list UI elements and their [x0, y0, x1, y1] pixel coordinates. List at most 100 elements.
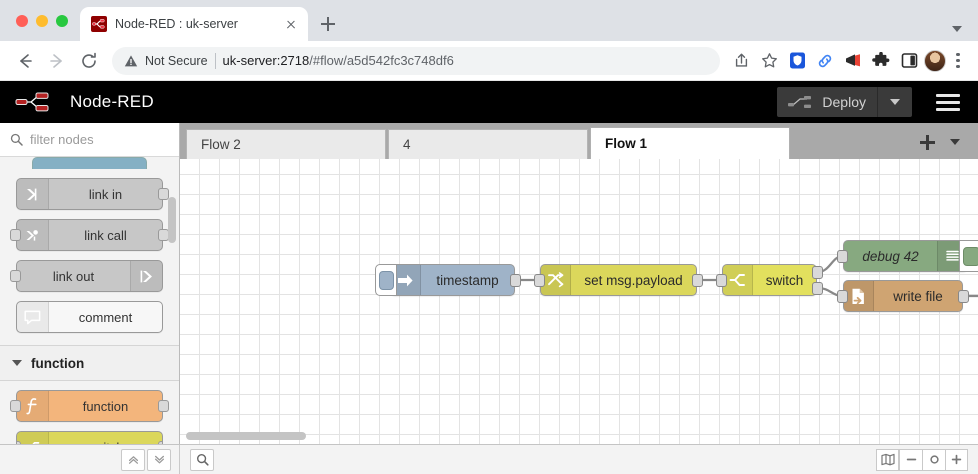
search-icon — [10, 133, 23, 146]
input-port[interactable] — [534, 274, 545, 287]
profile-avatar[interactable] — [924, 49, 946, 72]
output-port[interactable] — [158, 188, 169, 200]
zoom-out-button[interactable] — [899, 448, 922, 471]
flow-tab-flow-1[interactable]: Flow 1 — [590, 127, 790, 159]
palette-scrollbar[interactable] — [168, 197, 176, 243]
nodered-header: Node-RED Deploy — [0, 81, 978, 123]
canvas-horizontal-scrollbar[interactable] — [186, 432, 306, 440]
security-status-label: Not Secure — [145, 53, 208, 68]
navigator-toggle-button[interactable] — [876, 448, 899, 471]
status-bar — [0, 444, 978, 474]
palette-node-link-out[interactable]: link out — [10, 260, 163, 292]
debug-enable-toggle[interactable] — [959, 240, 978, 272]
share-icon[interactable] — [728, 48, 754, 74]
input-port[interactable] — [10, 270, 21, 282]
output-port[interactable] — [958, 290, 969, 303]
url-host: uk-server:2718 — [222, 53, 310, 68]
palette-node-label: switch — [49, 440, 162, 445]
back-button[interactable] — [10, 46, 40, 76]
flow-node-set-msg-payload[interactable]: set msg.payload — [534, 264, 703, 296]
input-port[interactable] — [716, 274, 727, 287]
palette-node-clipped[interactable] — [32, 157, 147, 169]
minimize-window-button[interactable] — [36, 14, 48, 27]
browser-toolbar: Not Secure uk-server:2718/#flow/a5d542fc… — [0, 41, 978, 81]
deploy-button[interactable]: Deploy — [777, 87, 912, 117]
deploy-icon — [787, 94, 813, 110]
palette-node-link-call[interactable]: link call — [10, 219, 169, 251]
omnibox-divider — [214, 52, 216, 69]
reload-button[interactable] — [74, 46, 104, 76]
not-secure-warning-icon — [124, 54, 138, 68]
palette-clipped-node-row — [0, 157, 179, 169]
input-port[interactable] — [10, 229, 21, 241]
zoom-in-button[interactable] — [945, 448, 968, 471]
input-port[interactable] — [837, 250, 848, 263]
flow-list-button[interactable] — [942, 129, 968, 155]
input-port[interactable] — [10, 400, 21, 412]
output-port-1[interactable] — [812, 266, 823, 279]
flow-node-timestamp[interactable]: timestamp — [375, 264, 521, 296]
flow-tab-actions — [914, 129, 978, 159]
link-call-icon — [17, 220, 49, 250]
output-port[interactable] — [158, 441, 162, 444]
collapse-all-button[interactable] — [121, 448, 145, 471]
flow-tab-label: Flow 2 — [201, 137, 241, 152]
close-window-button[interactable] — [16, 14, 28, 27]
palette-node-function[interactable]: function — [10, 390, 169, 422]
kebab-menu-icon[interactable] — [948, 53, 968, 68]
flow-node-debug-42[interactable]: debug 42 — [837, 240, 978, 272]
input-port[interactable] — [17, 441, 21, 444]
flow-node-switch[interactable]: switch — [716, 264, 823, 296]
deploy-button-main[interactable]: Deploy — [777, 87, 878, 117]
main-menu-button[interactable] — [926, 93, 970, 111]
chevron-down-icon — [950, 139, 960, 145]
deploy-dropdown-button[interactable] — [878, 99, 912, 105]
browser-tab[interactable]: Node-RED : uk-server — [80, 7, 308, 41]
megaphone-extension-icon[interactable] — [840, 48, 866, 74]
palette-category-function[interactable]: function — [0, 345, 179, 381]
input-port[interactable] — [837, 290, 848, 303]
forward-button[interactable] — [42, 46, 72, 76]
output-port[interactable] — [510, 274, 521, 287]
puzzle-extensions-icon[interactable] — [868, 48, 894, 74]
flow-node-write-file[interactable]: write file — [837, 280, 969, 312]
palette-footer-actions — [0, 445, 180, 474]
bookmark-star-icon[interactable] — [756, 48, 782, 74]
nodered-logo-icon — [15, 92, 49, 112]
expand-all-button[interactable] — [147, 448, 171, 471]
zoom-reset-button[interactable] — [922, 448, 945, 471]
search-flows-button[interactable] — [190, 448, 214, 471]
flow-tab-flow-2[interactable]: Flow 2 — [186, 129, 386, 159]
close-tab-icon[interactable] — [282, 15, 300, 33]
maximize-window-button[interactable] — [56, 14, 68, 27]
palette-node-switch[interactable]: switch — [16, 431, 163, 444]
deploy-label: Deploy — [822, 94, 866, 110]
palette-node-label: link call — [84, 227, 127, 243]
output-port-2[interactable] — [812, 282, 823, 295]
status-bar-left — [180, 448, 868, 471]
sidepanel-icon[interactable] — [896, 48, 922, 74]
app-title: Node-RED — [70, 92, 154, 111]
tab-list-chevron-icon[interactable] — [952, 26, 962, 32]
switch-icon — [17, 432, 49, 444]
shield-extension-icon[interactable] — [784, 48, 810, 74]
filter-nodes-input[interactable]: filter nodes — [0, 123, 179, 157]
link-out-icon — [130, 261, 162, 291]
url-text: uk-server:2718/#flow/a5d542fc3c748df6 — [223, 53, 454, 68]
inject-trigger-button[interactable] — [375, 264, 397, 296]
address-bar[interactable]: Not Secure uk-server:2718/#flow/a5d542fc… — [112, 46, 720, 75]
palette-node-link-in[interactable]: link in — [16, 178, 169, 210]
output-port[interactable] — [158, 400, 169, 412]
new-tab-button[interactable] — [314, 10, 342, 38]
workspace: Flow 2 4 Flow 1 — [180, 123, 978, 444]
output-port[interactable] — [692, 274, 703, 287]
palette-node-label: function — [82, 398, 129, 414]
link-extension-icon[interactable] — [812, 48, 838, 74]
palette-scroll-area[interactable]: link in link call lin — [0, 157, 179, 444]
palette-node-comment[interactable]: comment — [16, 301, 163, 333]
filter-nodes-placeholder: filter nodes — [30, 132, 94, 147]
add-flow-button[interactable] — [914, 129, 940, 155]
flow-canvas[interactable]: timestamp set msg.payload — [180, 159, 978, 444]
flow-tab-4[interactable]: 4 — [388, 129, 588, 159]
nodered-favicon-icon — [91, 16, 107, 32]
